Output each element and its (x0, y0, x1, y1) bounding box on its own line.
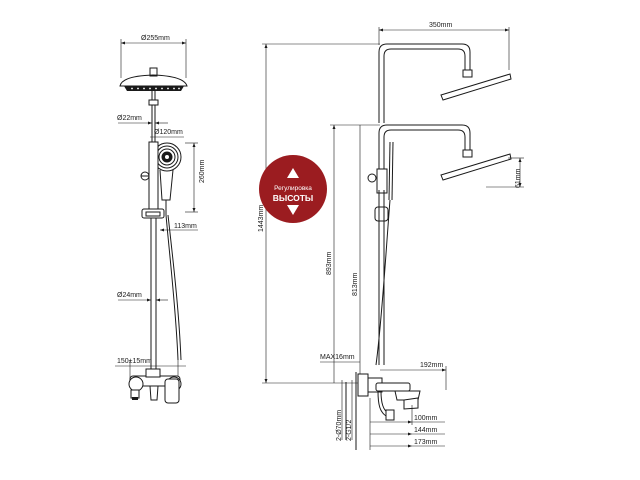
depth-a-label: 100mm (414, 415, 438, 422)
holder-offset-dimension: 113mm (160, 223, 198, 232)
side-view: 350mm 1443mm (258, 22, 524, 450)
spout-reach-label: 192mm (420, 362, 444, 369)
lower-arm (378, 124, 512, 190)
thread-size-dimension: 2-G1/2 (346, 380, 353, 441)
pipe-top-diameter-dimension: Ø22mm (117, 115, 168, 125)
lower-height-label: 813mm (352, 272, 359, 296)
badge-circle (259, 155, 327, 223)
head-drop-dimension: 61mm (486, 157, 524, 188)
head-diameter-dimension: Ø255mm (120, 35, 187, 78)
depth-c-dimension: 173mm (369, 398, 445, 450)
pipe-bottom-diameter-dimension: Ø24mm (117, 292, 168, 302)
mixer-body (128, 368, 182, 404)
triangle-up-icon (287, 168, 299, 178)
depth-a-dimension: 100mm (370, 405, 445, 425)
arm-reach-label: 350mm (429, 22, 453, 29)
badge-line2: ВЫСОТЫ (273, 193, 314, 203)
arm-reach-dimension: 350mm (378, 22, 510, 70)
upper-arm-raised (378, 43, 512, 123)
depth-b-dimension: 144mm (370, 427, 445, 436)
spout-reach-dimension: 192mm (380, 362, 447, 390)
mixer-side (357, 373, 421, 421)
holder-offset-label: 113mm (174, 223, 197, 230)
hand-height-label: 260mm (199, 159, 206, 183)
max-offset-dimension: MAX16mm (320, 354, 360, 363)
head-diameter-label: Ø255mm (141, 35, 170, 42)
max-offset-label: MAX16mm (320, 354, 355, 361)
hand-diameter-dimension: Ø120mm (150, 129, 184, 138)
lower-height-dimension: 813mm (352, 125, 361, 383)
total-height-label: 1443mm (258, 205, 265, 232)
badge-line1: Регулировка (274, 185, 312, 192)
flange-diameter-label: 2-Ø70mm (336, 410, 343, 441)
head-drop-label: 61mm (515, 168, 522, 188)
front-view: Ø255mm Ø22 (115, 35, 206, 404)
triangle-down-icon (287, 205, 299, 215)
pipe-bottom-diameter-label: Ø24mm (117, 292, 142, 299)
upper-height-dimension: 893mm (326, 124, 380, 383)
height-adjustment-badge: Регулировка ВЫСОТЫ (259, 155, 327, 223)
total-height-dimension: 1443mm (258, 43, 380, 384)
flange-diameter-dimension: 2-Ø70mm (336, 380, 343, 441)
thread-size-label: 2-G1/2 (346, 419, 353, 441)
depth-b-label: 144mm (414, 427, 438, 434)
mixer-spacing-label: 150±15mm (117, 358, 152, 365)
hand-diameter-label: Ø120mm (154, 129, 183, 136)
depth-c-label: 173mm (414, 439, 438, 446)
pipe-top-diameter-label: Ø22mm (117, 115, 142, 122)
hand-height-dimension: 260mm (185, 142, 206, 213)
upper-height-label: 893mm (326, 251, 333, 275)
rain-shower-head (119, 67, 188, 106)
